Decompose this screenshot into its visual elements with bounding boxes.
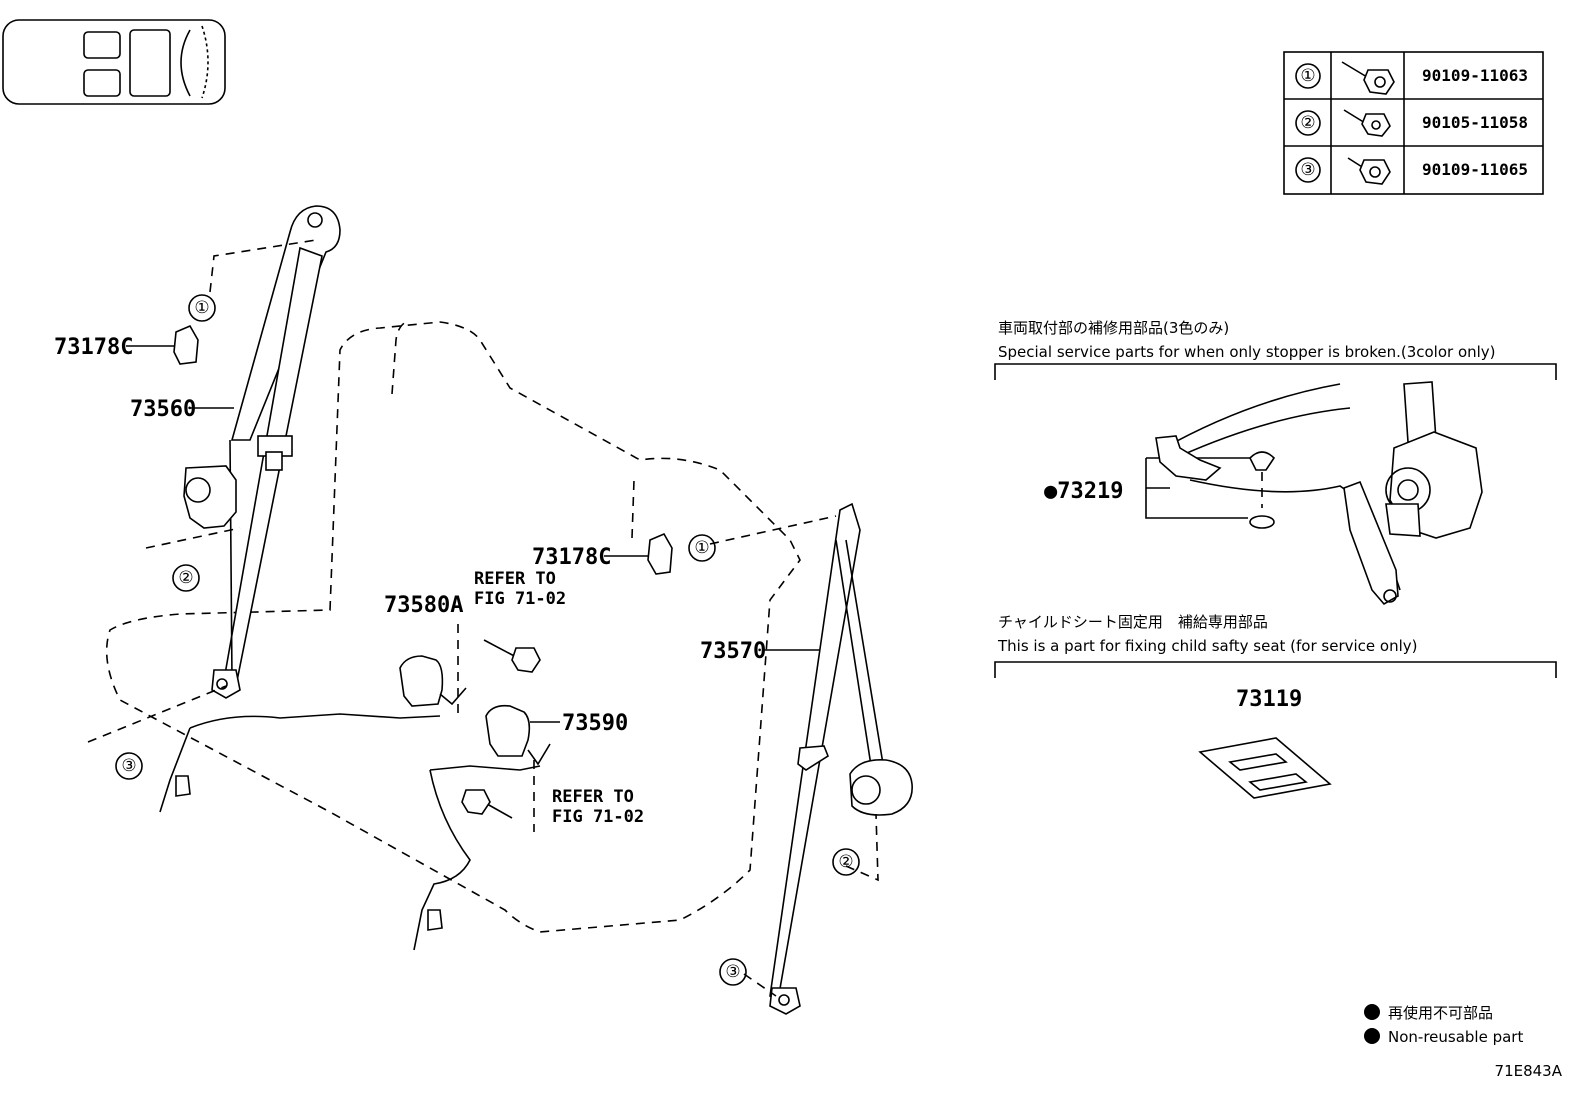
refer-upper-line2: FIG 71-02 <box>474 589 566 609</box>
bolt-3-icon <box>1347 157 1391 185</box>
stopper-note-jp: 車両取付部の補修用部品(3色のみ) <box>998 319 1229 337</box>
label-73570: 73570 <box>700 639 766 664</box>
seat-belt-73560 <box>183 205 341 699</box>
callout-circles: ① ② ③ ① ② ③ <box>115 294 860 986</box>
legend-jp: 再使用不可部品 <box>1388 1004 1493 1022</box>
bullet-icon <box>1364 1028 1380 1044</box>
label-73219: ●73219 <box>1044 479 1123 504</box>
cap-73178c-top <box>173 324 199 365</box>
child-note-en: This is a part for fixing child safty se… <box>997 637 1417 655</box>
table-row-2-part: 90105-11058 <box>1422 113 1528 132</box>
stopper-note-en: Special service parts for when only stop… <box>998 343 1496 361</box>
callout-3: ③ <box>121 756 136 776</box>
figure-code: 71E843A <box>1495 1062 1563 1080</box>
callout-4: ① <box>694 538 709 558</box>
child-seat-section: チャイルドシート固定用 補給専用部品 This is a part for fi… <box>994 613 1557 799</box>
table-row-1-number: ① <box>1300 66 1315 86</box>
bolt-2-icon <box>1343 109 1391 137</box>
seat-belt-73570 <box>769 502 913 1015</box>
buckle-bolt-upper-icon <box>483 639 541 673</box>
table-row-1-part: 90109-11063 <box>1422 66 1528 85</box>
table-row-3-number: ③ <box>1300 160 1315 180</box>
child-note-jp: チャイルドシート固定用 補給専用部品 <box>998 613 1268 631</box>
callout-6: ③ <box>725 962 740 982</box>
buckle-73580a <box>159 655 467 813</box>
leader-lines <box>87 239 1252 997</box>
buckle-bolt-lower-icon <box>461 789 513 819</box>
cap-73178c-mid <box>647 532 673 575</box>
stopper-clip-icon <box>1249 451 1276 529</box>
label-73590: 73590 <box>562 711 628 736</box>
label-73178c-top: 73178C <box>54 335 133 360</box>
vehicle-position-icon <box>2 19 226 105</box>
refer-lower-line1: REFER TO <box>552 787 634 807</box>
table-row-3-part: 90109-11065 <box>1422 160 1528 179</box>
bullet-icon <box>1364 1004 1380 1020</box>
refer-upper-line1: REFER TO <box>474 569 556 589</box>
label-73560: 73560 <box>130 397 196 422</box>
callout-5: ② <box>838 852 853 872</box>
callout-2: ② <box>178 568 193 588</box>
buckle-73590 <box>413 704 551 951</box>
table-row-2-number: ② <box>1300 113 1315 133</box>
refer-lower-line2: FIG 71-02 <box>552 807 644 827</box>
child-seat-bracket-icon <box>1198 737 1332 799</box>
legend: 再使用不可部品 Non-reusable part <box>1364 1004 1523 1046</box>
bolt-table: ① ② ③ 90109-11063 90105-11058 90109-1106… <box>1283 51 1544 195</box>
legend-en: Non-reusable part <box>1388 1028 1523 1046</box>
label-73580a: 73580A <box>384 593 463 618</box>
callout-1: ① <box>194 298 209 318</box>
label-73178c-mid: 73178C <box>532 545 611 570</box>
label-73119: 73119 <box>1236 687 1302 712</box>
seat-outline <box>105 319 801 933</box>
stopper-service-section: 車両取付部の補修用部品(3色のみ) Special service parts … <box>994 319 1557 606</box>
bolt-1-icon <box>1341 61 1395 95</box>
